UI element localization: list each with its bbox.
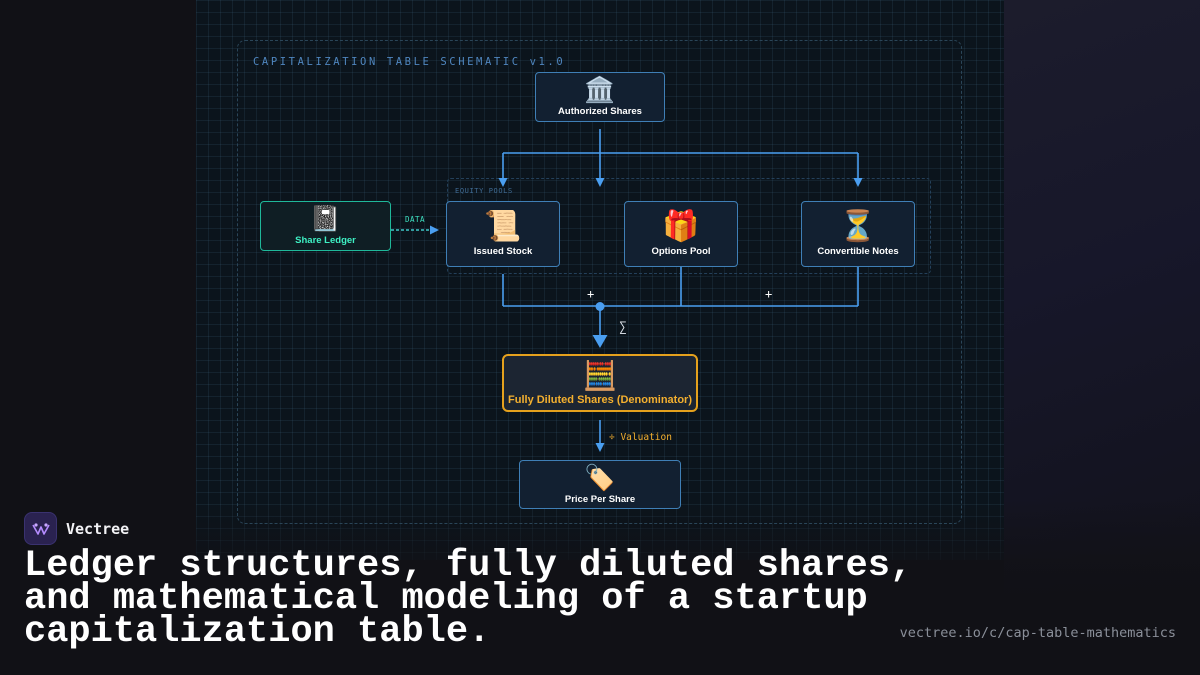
arrow-to-issued	[498, 178, 508, 187]
arrow-to-fds	[592, 335, 608, 348]
hourglass-icon: ⏳	[839, 209, 877, 244]
equity-pools-label: EQUITY POOLS	[455, 187, 513, 195]
convertible-notes-node[interactable]: ⏳ Convertible Notes	[801, 201, 915, 267]
arrow-to-issued-from-ledger	[430, 225, 439, 235]
authorized-to-pools-connector	[502, 129, 859, 179]
data-edge-label: DATA	[405, 215, 426, 224]
authorized-shares-label: Authorized Shares	[558, 106, 642, 117]
bottom-fade	[0, 500, 1200, 675]
schematic-frame	[237, 40, 962, 524]
arrowheads-top	[498, 178, 863, 187]
source-url[interactable]: vectree.io/c/cap-table-mathematics	[899, 625, 1176, 641]
vectree-logo[interactable]	[24, 512, 57, 545]
notebook-icon: 📓	[309, 204, 342, 233]
fully-diluted-shares-node[interactable]: 🧮 Fully Diluted Shares (Denominator)	[502, 354, 698, 412]
scroll-icon: 📜	[484, 209, 522, 244]
price-tag-icon: 🏷️	[584, 462, 616, 492]
price-per-share-node[interactable]: 🏷️ Price Per Share	[519, 460, 681, 509]
options-pool-label: Options Pool	[651, 246, 711, 257]
share-ledger-node[interactable]: 📓 Share Ledger	[260, 201, 391, 251]
fully-diluted-shares-label: Fully Diluted Shares (Denominator)	[508, 393, 692, 406]
sum-junction	[595, 302, 605, 311]
convertible-notes-label: Convertible Notes	[817, 246, 899, 257]
plus-left-label: +	[587, 287, 595, 301]
brand: Vectree	[24, 512, 129, 545]
arrow-to-convertible	[853, 178, 863, 187]
gift-icon: 🎁	[662, 209, 700, 244]
options-pool-node[interactable]: 🎁 Options Pool	[624, 201, 738, 267]
share-ledger-label: Share Ledger	[295, 235, 356, 246]
sum-label: ∑	[619, 320, 627, 335]
issued-stock-label: Issued Stock	[473, 246, 533, 257]
vectree-logo-icon	[31, 522, 50, 535]
authorized-shares-node[interactable]: 🏛️ Authorized Shares	[535, 72, 665, 122]
brand-name: Vectree	[66, 519, 130, 538]
arrow-to-options	[595, 178, 605, 187]
price-per-share-label: Price Per Share	[564, 493, 636, 505]
abacus-icon: 🧮	[582, 358, 618, 392]
schematic-title: CAPITALIZATION TABLE SCHEMATIC v1.0	[253, 56, 566, 68]
issued-stock-node[interactable]: 📜 Issued Stock	[446, 201, 560, 267]
valuation-label: ÷ Valuation	[609, 432, 672, 443]
arrow-to-price	[595, 443, 605, 452]
plus-right-label: +	[765, 287, 773, 301]
pools-to-sum-connector	[502, 267, 859, 336]
page-headline: Ledger structures, fully diluted shares,…	[24, 545, 913, 653]
bank-building-icon: 🏛️	[584, 75, 616, 104]
